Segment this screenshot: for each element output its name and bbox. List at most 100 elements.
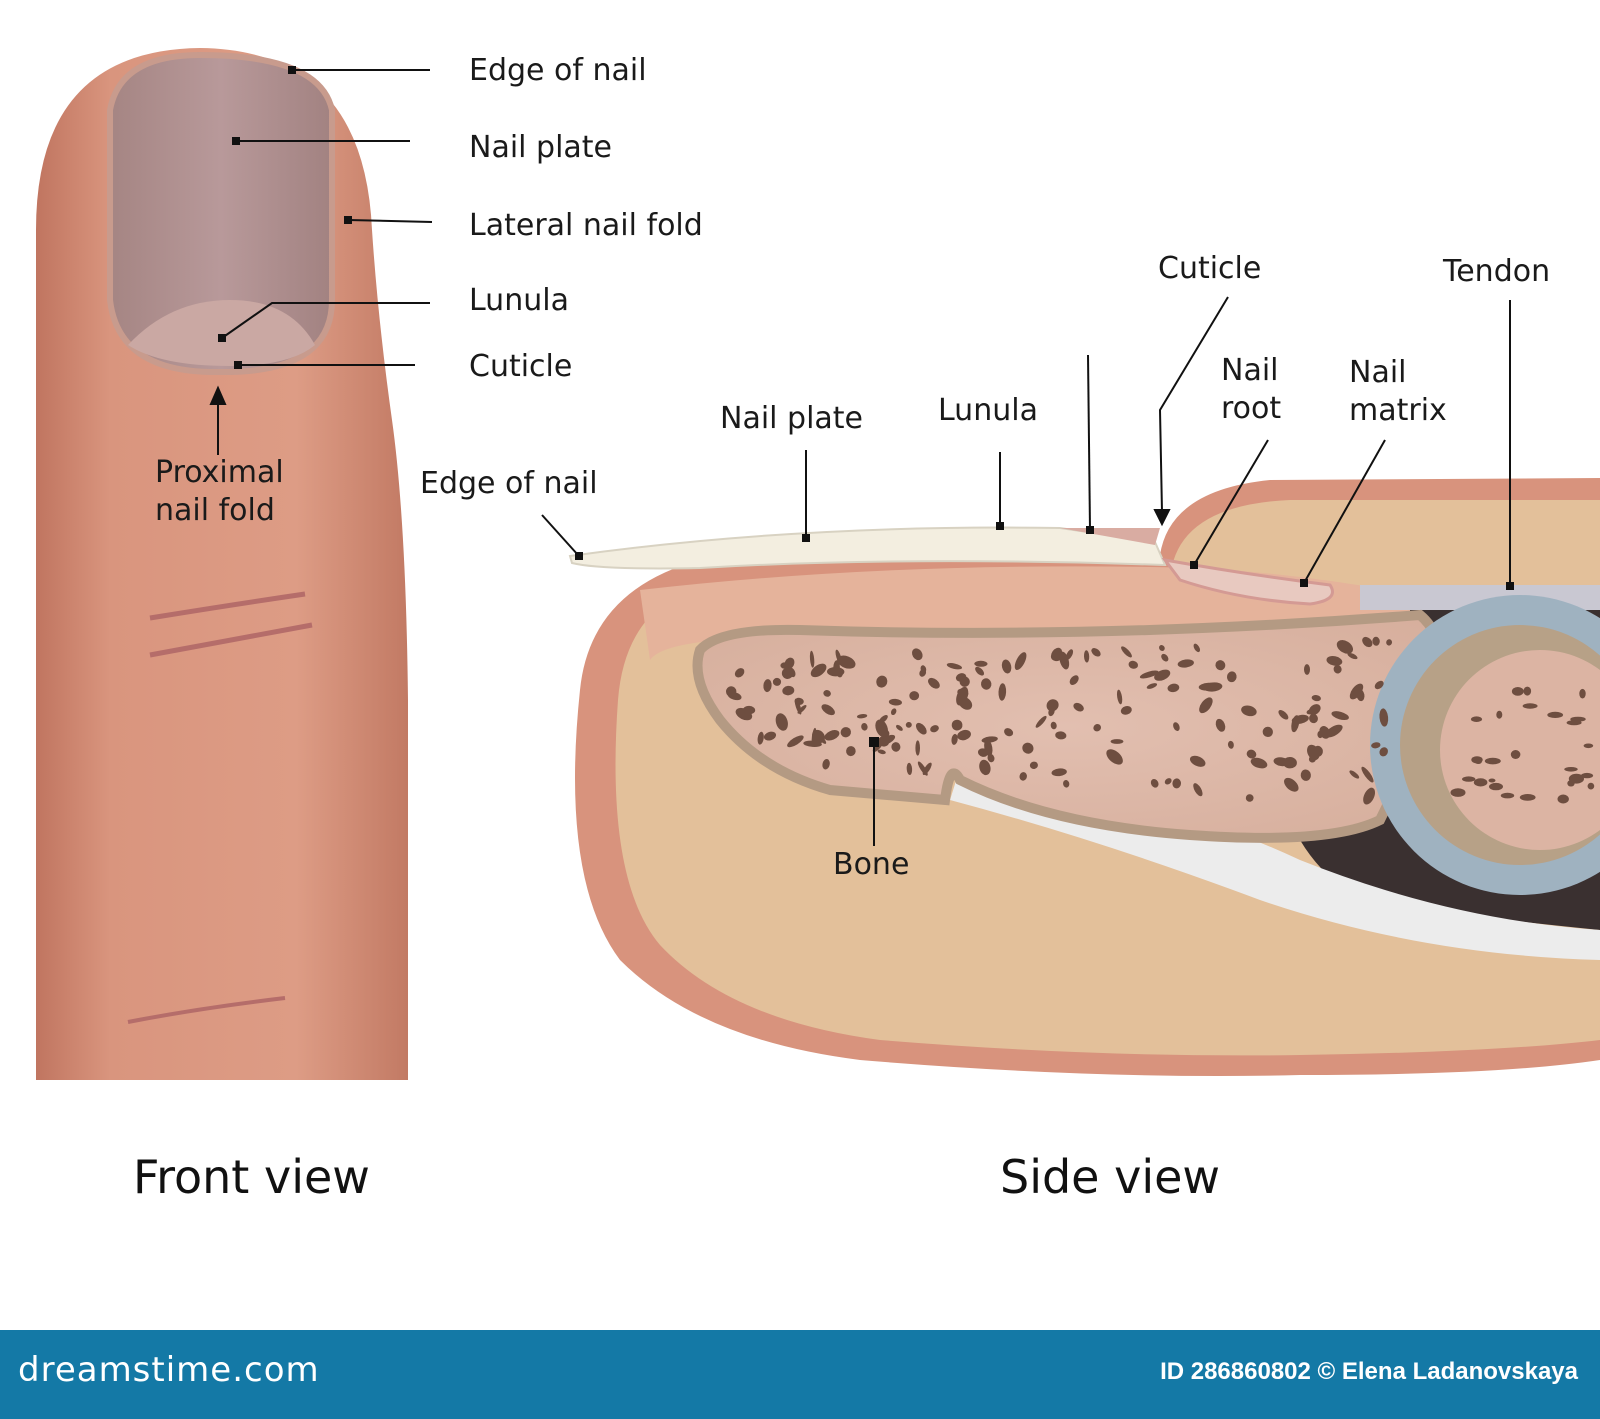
bone-trabecula — [1226, 671, 1237, 683]
bone-trabecula — [1500, 792, 1515, 799]
bone-trabecula — [1069, 675, 1079, 685]
bone-trabecula — [1484, 757, 1501, 765]
label-front-nail-plate: Nail plate — [469, 130, 613, 165]
bone-trabecula — [1050, 721, 1057, 730]
bone-trabecula — [1488, 778, 1496, 783]
bone-trabecula — [912, 648, 923, 661]
bone-trabecula — [1386, 639, 1393, 646]
bone-trabecula — [1319, 726, 1331, 739]
bone-trabecula — [1300, 769, 1311, 781]
bone-trabecula — [1547, 711, 1564, 719]
bone-trabecula — [1349, 683, 1364, 700]
footer-bar: dreamstime.com ID 286860802 © Elena Lada… — [0, 1330, 1600, 1419]
bone-trabecula — [822, 758, 830, 770]
bone-trabecula — [1161, 653, 1169, 662]
bone-trabecula — [1055, 731, 1067, 740]
bone-trabecula — [821, 704, 835, 716]
bone-trabecula — [1193, 643, 1201, 653]
side-view-title: Side view — [1000, 1150, 1221, 1204]
bone-trabecula — [1489, 782, 1503, 791]
bone-trabecula — [1284, 777, 1299, 792]
bone-trabecula — [1450, 788, 1466, 797]
bone-trabecula — [906, 762, 913, 775]
nail-root-side — [1161, 557, 1334, 606]
bone-trabecula — [1278, 710, 1289, 720]
bone-trabecula — [1146, 683, 1158, 689]
bone-trabecula — [875, 719, 889, 738]
footer-brand: dreamstime.com — [18, 1350, 320, 1390]
bone-trabecula — [1004, 728, 1014, 737]
bone-trabecula — [1167, 683, 1180, 693]
bone-trabecula — [1120, 706, 1132, 715]
bone-trabecula — [1496, 710, 1503, 719]
bone-trabecula — [1291, 714, 1309, 724]
bone-trabecula — [1361, 766, 1374, 783]
bone-trabecula — [958, 696, 973, 710]
bone-trabecula — [1241, 705, 1257, 717]
bone-trabecula — [909, 691, 920, 701]
bone-trabecula — [780, 662, 789, 669]
bone-trabecula — [1374, 680, 1384, 690]
bone-trabecula — [1128, 660, 1139, 669]
bone-trabecula — [1065, 649, 1074, 660]
bone-trabecula — [1022, 742, 1034, 754]
bone-trabecula — [1193, 783, 1203, 797]
bone-trabecula — [856, 714, 868, 719]
bone-trabecula — [824, 730, 840, 741]
bone-trabecula — [1303, 664, 1311, 675]
bone-trabecula — [946, 663, 963, 670]
bone-trabecula — [763, 731, 777, 741]
lunula-shape — [128, 300, 315, 366]
bone-trabecula — [1309, 713, 1318, 724]
bone-trabecula — [928, 677, 940, 689]
bone-trabecula — [1173, 722, 1180, 731]
bone-trabecula — [1307, 744, 1320, 761]
bone-trabecula — [787, 735, 804, 748]
bone-trabecula — [881, 734, 896, 745]
bone-trabecula — [827, 666, 845, 677]
label-side-nail-root-2: root — [1221, 391, 1282, 426]
bone-trabecula — [1311, 695, 1321, 702]
side-view-finger — [568, 478, 1600, 1076]
bone-trabecula — [876, 675, 888, 688]
bone-trabecula — [1587, 782, 1595, 790]
bone-trabecula — [975, 666, 985, 676]
bone-trabecula — [823, 690, 831, 697]
bone-trabecula — [998, 683, 1007, 701]
bone-trabecula — [1567, 780, 1575, 787]
bone-trabecula — [1215, 718, 1226, 732]
bone-trabecula — [1246, 749, 1257, 759]
bone-trabecula — [919, 669, 927, 677]
bone-trabecula — [987, 753, 995, 763]
bone-trabecula — [917, 761, 928, 776]
bone-trabecula — [888, 698, 902, 706]
bone-trabecula — [980, 678, 992, 690]
bone-trabecula — [955, 673, 967, 682]
skin-crease — [149, 622, 313, 658]
bone-trabecula — [977, 748, 989, 757]
bone-trabecula — [725, 686, 737, 697]
bone-trabecula — [1215, 660, 1226, 671]
bone-trabecula — [1014, 652, 1027, 671]
bone-trabecula — [1035, 715, 1047, 728]
bone-trabecula — [734, 668, 745, 678]
side-leader-lines — [541, 296, 1514, 846]
bone-trabecula — [1557, 794, 1569, 804]
bone-trabecula — [979, 759, 991, 776]
label-side-tendon: Tendon — [1443, 254, 1551, 289]
bone-trabecula — [1519, 794, 1536, 801]
bone-trabecula — [1349, 770, 1360, 779]
label-front-lateral-nail-fold: Lateral nail fold — [469, 208, 703, 243]
label-front-edge-of-nail: Edge of nail — [469, 53, 647, 88]
label-side-bone: Bone — [833, 847, 910, 882]
bone-trabecula — [1474, 759, 1482, 764]
bone-trabecula — [861, 723, 868, 731]
bone-trabecula — [1262, 726, 1273, 738]
bone-trabecula — [1198, 682, 1219, 691]
bone-trabecula — [1199, 697, 1213, 714]
bone-trabecula — [1093, 724, 1102, 732]
bone-trabecula — [775, 713, 788, 731]
bone-trabecula — [1347, 652, 1358, 660]
bone-trabecula — [788, 667, 796, 678]
bone-trabecula — [1331, 711, 1349, 721]
